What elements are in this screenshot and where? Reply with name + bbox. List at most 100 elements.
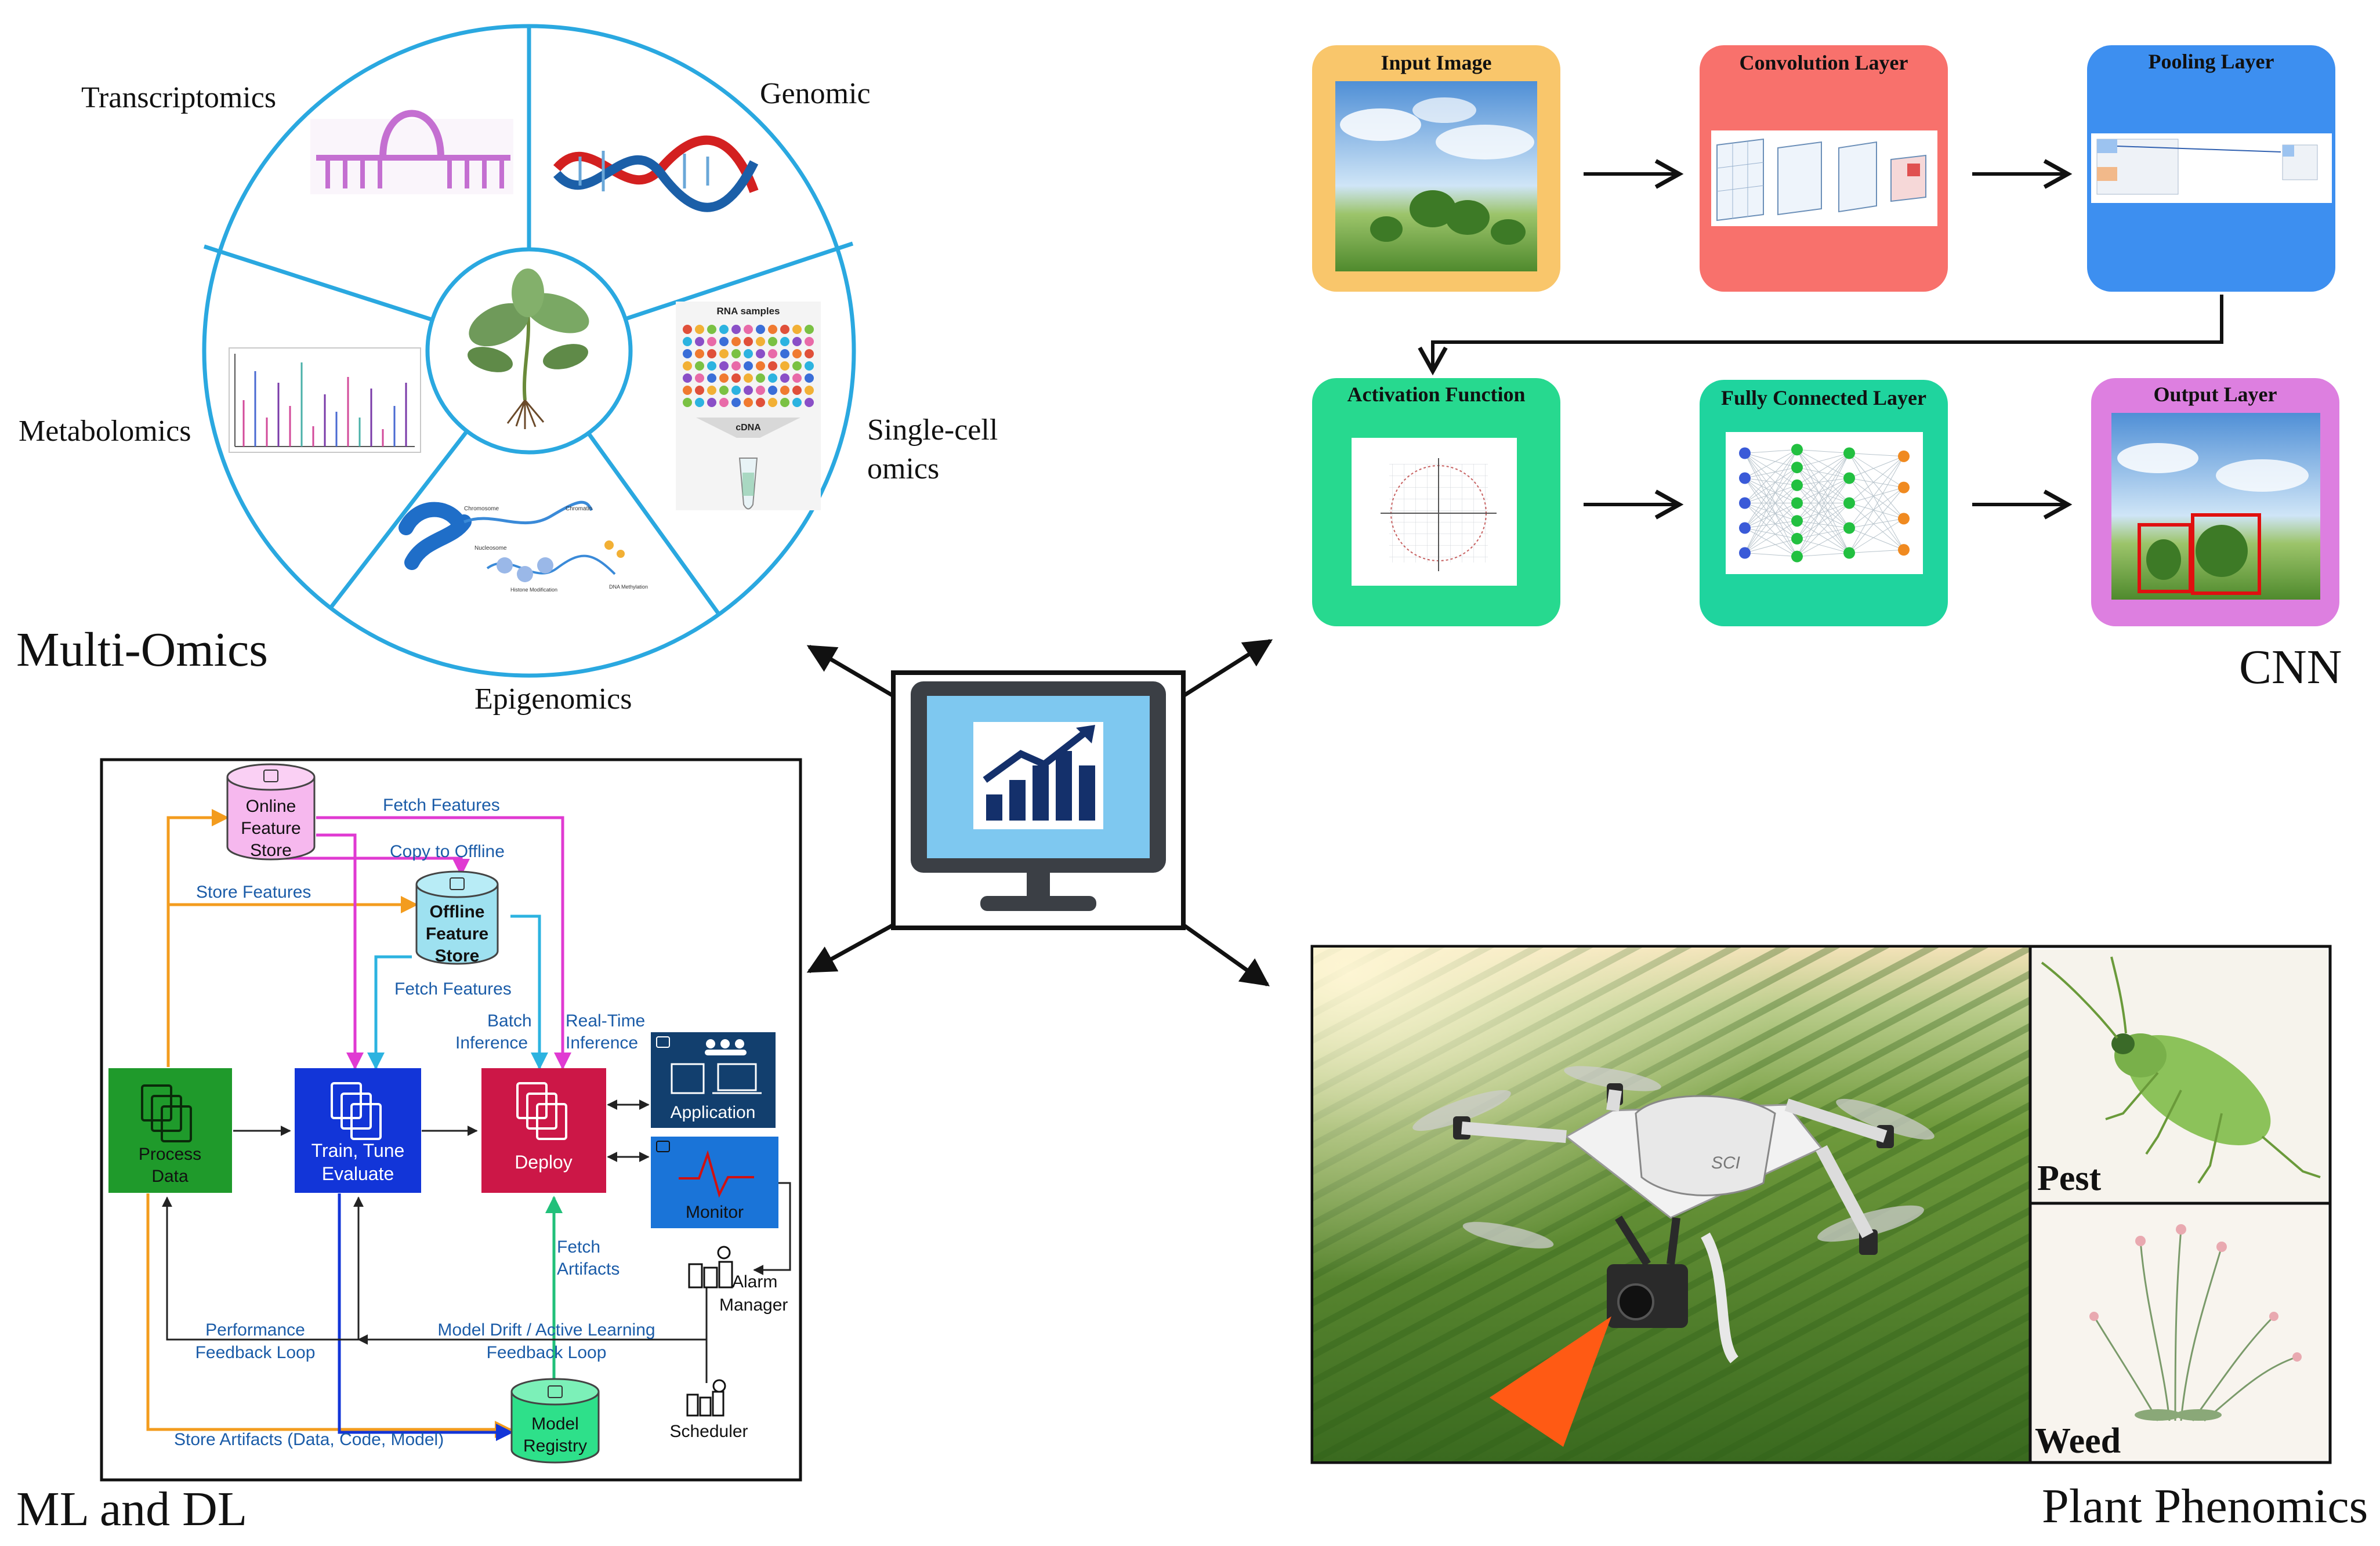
network-edge (1849, 453, 1904, 519)
rna-sample-dot (744, 349, 753, 358)
network-edge (1744, 478, 1798, 486)
multi-omics-wheel: RNA samples cDNA Chromosome Chromatin Nu… (16, 24, 998, 716)
rna-sample-dot (695, 398, 704, 407)
network-edge (1849, 503, 1904, 550)
plant-phenomics-panel: SCI (1310, 945, 2368, 1533)
rna-sample-dot (744, 361, 753, 371)
network-node (1739, 522, 1751, 534)
network-edge (1744, 538, 1798, 553)
network-edge (1744, 467, 1798, 553)
rna-sample-dot (719, 361, 729, 371)
rna-sample-dot (695, 361, 704, 371)
network-edge (1849, 453, 1904, 488)
copy-icon (516, 1082, 567, 1140)
rna-sample-dot (805, 398, 814, 407)
network-edge (1744, 520, 1798, 528)
copy-icon (141, 1084, 192, 1142)
network-edge (1796, 503, 1850, 528)
histone-label: Histone Modification (510, 587, 557, 593)
network-node (1791, 444, 1803, 456)
network-edge (1849, 456, 1904, 503)
rna-sample-dot (695, 349, 704, 358)
cnn-title: CNN (2239, 640, 2342, 694)
rna-sample-dot (683, 373, 692, 383)
rna-sample-dot (683, 337, 692, 346)
rna-sample-dot (707, 398, 716, 407)
single-cell-label: Single-cell (867, 413, 998, 447)
cnn-act-title: Activation Function (1347, 383, 1525, 406)
pest-label: Pest (2037, 1159, 2102, 1198)
network-node (1843, 497, 1855, 509)
network-node (1791, 515, 1803, 527)
rna-samples-panel: RNA samples cDNA (676, 302, 821, 510)
registry-line1: Model (531, 1414, 579, 1434)
rna-sample-dot (707, 325, 716, 334)
scheduler-label: Scheduler (669, 1422, 748, 1441)
network-edge (1849, 528, 1904, 550)
rna-sample-dot (768, 386, 777, 395)
model-drift-line1: Model Drift / Active Learning (437, 1320, 655, 1340)
application-node: Application (651, 1032, 776, 1128)
rna-sample-dot (731, 398, 741, 407)
rna-sample-dot (719, 373, 729, 383)
network-edge (1849, 456, 1904, 528)
network-edge (1796, 453, 1850, 468)
network-edge (1849, 549, 1904, 553)
network-edge (1744, 503, 1798, 539)
network-edge (1744, 453, 1798, 503)
lock-icon (656, 1036, 670, 1048)
network-node (1739, 472, 1751, 484)
network-edge (1744, 453, 1798, 486)
network-edge (1744, 485, 1798, 528)
rna-sample-dot (756, 373, 765, 383)
store-artifacts-label: Store Artifacts (Data, Code, Model) (174, 1430, 444, 1449)
network-edge (1744, 449, 1798, 453)
registry-line2: Registry (523, 1436, 587, 1456)
network-edge (1796, 467, 1850, 553)
network-node (1898, 513, 1910, 525)
network-edge (1849, 456, 1904, 478)
network-node (1791, 462, 1803, 474)
network-edge (1744, 503, 1798, 557)
rna-sample-dot (756, 398, 765, 407)
network-edge (1796, 503, 1850, 553)
network-edge (1796, 485, 1850, 553)
dna-helix-icon (553, 135, 759, 212)
network-edge (1744, 503, 1798, 528)
model-drift-line2: Feedback Loop (487, 1343, 607, 1362)
rna-sample-dot (792, 361, 802, 371)
online-store-line3: Store (250, 841, 292, 860)
network-node (1843, 447, 1855, 459)
rna-sample-dot (805, 325, 814, 334)
rna-sample-dot (792, 373, 802, 383)
rna-sample-dot (768, 373, 777, 383)
rna-sample-dot (683, 325, 692, 334)
rna-sample-dot (768, 398, 777, 407)
rna-sample-dot (707, 373, 716, 383)
rna-samples-title: RNA samples (717, 306, 780, 317)
rna-sample-dot (780, 373, 789, 383)
rna-sample-dot (731, 386, 741, 395)
network-edge (1796, 485, 1850, 503)
rna-sample-dot (805, 386, 814, 395)
real-time-line1: Real-Time (566, 1011, 645, 1030)
network-edge (1796, 478, 1850, 539)
network-edge (1796, 520, 1850, 553)
cnn-input-title: Input Image (1381, 51, 1491, 74)
network-edge (1796, 449, 1850, 553)
omics-label: omics (867, 452, 939, 485)
network-edge (1796, 528, 1850, 539)
network-edge (1849, 478, 1904, 488)
network-edge (1744, 503, 1798, 553)
rna-sample-dot (768, 337, 777, 346)
network-edge (1849, 453, 1904, 457)
lock-icon (548, 1385, 563, 1398)
rna-sample-dot (792, 398, 802, 407)
deploy-label: Deploy (515, 1152, 573, 1173)
chromosome-label: Chromosome (464, 506, 499, 512)
network-edge (1849, 487, 1904, 528)
store-features-label: Store Features (196, 883, 311, 902)
network-node (1843, 522, 1855, 534)
rna-sample-dot (744, 386, 753, 395)
laptop-icon (717, 1063, 757, 1091)
